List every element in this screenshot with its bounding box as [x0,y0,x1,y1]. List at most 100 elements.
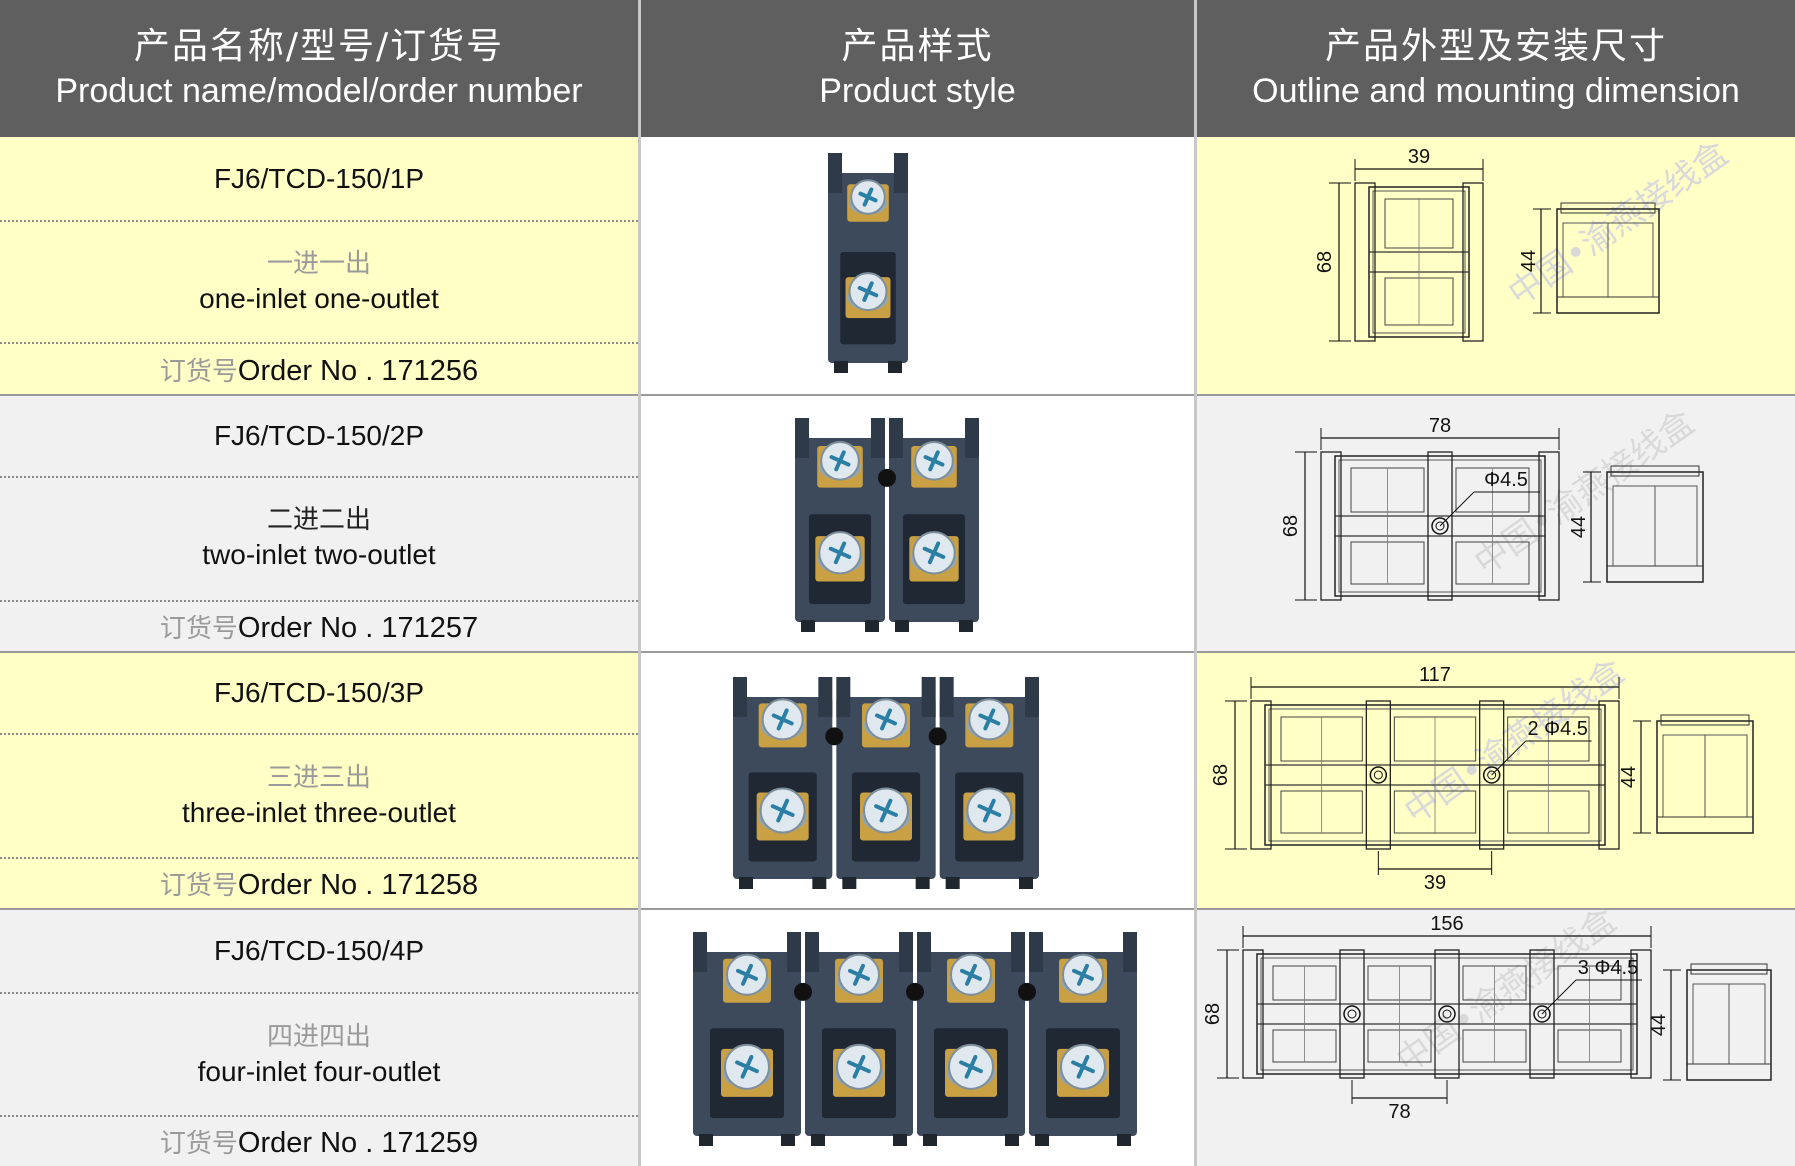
barrier-end [1250,700,1272,850]
mounting-hole [825,727,844,746]
foot [801,620,815,632]
foot [1035,1134,1049,1146]
foot [893,1134,907,1146]
header-product-name: 产品名称/型号/订货号 Product name/model/order num… [0,0,638,137]
barrier-right [1123,932,1137,972]
foot [842,877,857,889]
outline-inner [1338,459,1542,593]
model-number: FJ6/TCD-150/3P [213,677,425,708]
order-number: 订货号Order No . 171259 [159,1127,479,1159]
screw-slot [923,450,945,472]
barrier-end [1630,949,1652,1079]
screw-slot [848,963,870,986]
model-number: FJ6/TCD-150/1P [213,162,425,194]
product-info-cell: FJ6/TCD-150/4P 四进四出 four-inlet four-outl… [0,910,638,1166]
dim-pitch: 78 [1388,1101,1410,1123]
barrier [1434,949,1460,1079]
dim-hole: 2 Φ4.5 [1527,718,1587,740]
inlet-outlet-zh: 四进四出 [266,1021,371,1052]
order-number: 订货号Order No . 171256 [159,354,479,387]
leader-line [1491,740,1527,776]
screw-slot [771,708,794,731]
order-number: 订货号Order No . 171257 [159,612,479,644]
model-number: FJ6/TCD-150/2P [213,420,425,451]
dim-width: 78 [1429,415,1451,437]
model-number: FJ6/TCD-150/4P [213,935,425,966]
watermark: 中国•渝燕接线盒 [1467,403,1701,584]
mounting-hole [1431,517,1449,535]
screw-slot [828,541,852,565]
foot [1117,1134,1131,1146]
terminal-block-photo [693,932,1137,1146]
dim-height: 68 [1210,764,1232,786]
screw-slot [960,963,982,986]
dim-depth: 44 [1618,766,1640,788]
screw-slot [770,798,795,823]
barrier-left [805,932,819,972]
outline-front [1256,953,1638,1075]
header-col3-zh: 产品外型及安装尺寸 [1324,25,1667,67]
outline-inner [1372,190,1466,334]
foot [739,877,753,889]
barrier-right [1011,932,1025,972]
foot [959,620,973,632]
screw-slot [857,281,879,302]
barrier-end [1538,451,1560,601]
side-cap [1660,714,1750,726]
foot [915,877,930,889]
foot [923,1134,937,1146]
header-col2-zh: 产品样式 [841,25,994,67]
outline-inner [1268,708,1602,842]
screw-slot [847,1054,871,1079]
barrier-right [1025,677,1039,717]
barrier-left [889,418,903,458]
foot [888,361,902,373]
screw-slot [922,541,946,565]
header-col3-en: Outline and mounting dimension [1252,71,1740,110]
dim-hole: 3 Φ4.5 [1578,957,1638,979]
inlet-outlet-en: four-inlet four-outlet [197,1055,441,1087]
barrier-left [1029,932,1043,972]
dim-height: 68 [1314,251,1336,273]
header-product-style: 产品样式 Product style [641,0,1194,137]
product-row-4p: FJ6/TCD-150/4P 四进四出 four-inlet four-outl… [0,910,1795,1166]
outline-front [1334,455,1546,597]
barrier-end [1354,182,1376,342]
foot [812,877,827,889]
dim-height: 68 [1202,1003,1224,1025]
barrier-left [733,677,747,717]
screw-slot [858,187,878,207]
order-number: 订货号Order No . 171258 [159,869,479,901]
screw-slot [978,708,1001,731]
barrier-right [921,677,936,717]
product-photo-cell [641,396,1194,651]
dim-depth: 44 [1648,1014,1670,1036]
barrier-end [1462,182,1484,342]
outline-inner [1260,957,1634,1071]
barrier-left [939,677,954,717]
header-col2-en: Product style [819,71,1016,110]
header-col1-en: Product name/model/order number [55,71,583,110]
barrier-right [894,153,908,193]
screw-slot [829,450,851,472]
dim-width: 156 [1430,913,1463,935]
screw-slot [874,798,898,823]
dim-hole: Φ4.5 [1484,469,1528,491]
mounting-hole [1438,1005,1456,1023]
header-col1-zh: 产品名称/型号/订货号 [133,25,505,67]
outline-front [1368,186,1470,338]
barrier [1529,949,1555,1079]
product-row-2p: FJ6/TCD-150/2P 二进二出 two-inlet two-outlet… [0,396,1795,651]
screw-slot [736,963,758,986]
foot [699,1134,713,1146]
barrier-end [1598,700,1620,850]
